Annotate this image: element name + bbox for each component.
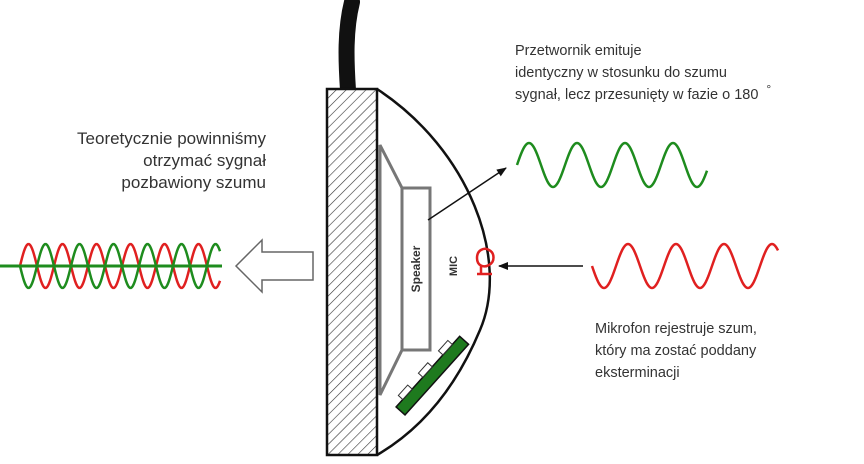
speaker-icon: [400, 186, 432, 352]
transducer-caption-line-1: Przetwornik emituje: [515, 43, 642, 59]
theory-caption-line-3: pozbawiony szumu: [121, 173, 266, 192]
cable-icon: [338, 0, 360, 98]
noise-wave: [590, 242, 780, 290]
microphone-caption-line-3: eksterminacji: [595, 365, 680, 381]
theory-caption-line-2: otrzymać sygnał: [143, 151, 266, 170]
earcup-housing-icon: [325, 87, 379, 457]
speaker-cone: [378, 144, 404, 396]
microphone-icon: [475, 247, 495, 276]
circuit-board-icon: [395, 335, 470, 417]
microphone-caption: Mikrofon rejestruje szum, który ma zosta…: [595, 318, 757, 384]
theory-caption: Teoretycznie powinniśmy otrzymać sygnał …: [77, 128, 266, 194]
result-wave-red: [18, 242, 222, 290]
speaker-to-wave-arrow: [427, 167, 507, 221]
theory-caption-line-1: Teoretycznie powinniśmy: [77, 129, 266, 148]
wave-layer: [0, 141, 780, 290]
degree-symbol: °: [766, 82, 772, 96]
antinoise-wave: [515, 141, 709, 189]
microphone-caption-line-2: który ma zostać poddany: [595, 343, 757, 359]
transducer-caption-line-3-text: sygnał, lecz przesunięty w fazie o 180: [515, 87, 759, 103]
earcup-curve: [376, 87, 492, 457]
transducer-caption-line-2: identyczny w stosunku do szumu: [515, 65, 727, 81]
mic-label: MIC: [448, 256, 460, 276]
transducer-caption-line-3: sygnał, lecz przesunięty w fazie o 180 °: [515, 82, 772, 106]
result-wave-green: [18, 242, 222, 290]
transducer-caption: Przetwornik emituje identyczny w stosunk…: [515, 40, 771, 106]
hollow-left-arrow-icon: [234, 238, 314, 294]
speaker-label: Speaker: [409, 245, 423, 292]
microphone-caption-line-1: Mikrofon rejestruje szum,: [595, 321, 757, 337]
